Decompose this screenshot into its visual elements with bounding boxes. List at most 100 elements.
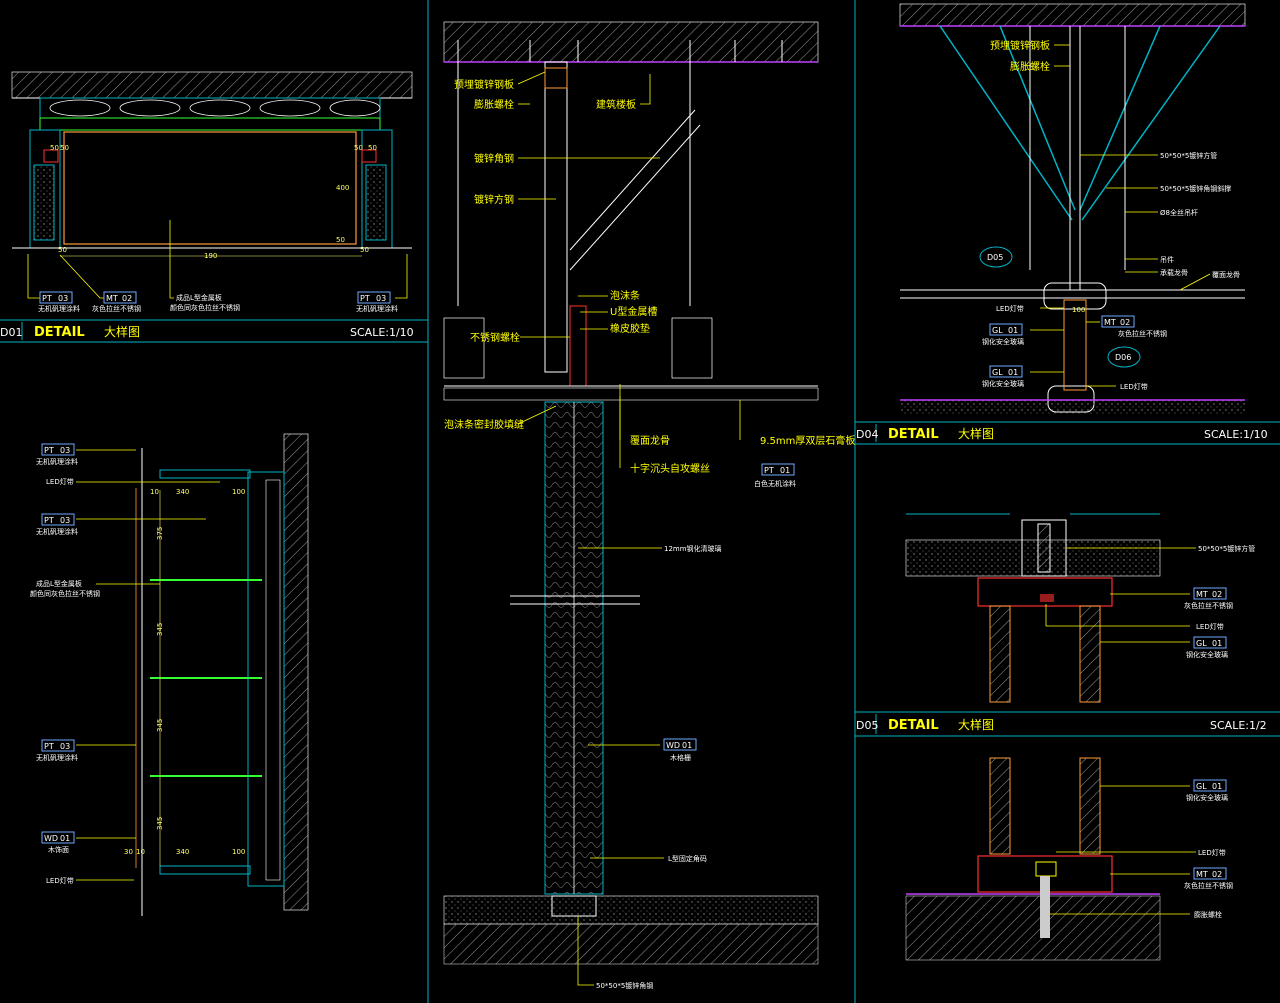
detail-title: DETAIL xyxy=(34,325,85,340)
label: 9.5mm厚双层石膏板 xyxy=(760,434,855,447)
tag-num: 01 xyxy=(1008,368,1018,377)
tag-num: 01 xyxy=(682,741,692,750)
dim: 10 xyxy=(150,488,159,496)
note: 颜色同灰色拉丝不锈钢 xyxy=(170,303,240,312)
title-block-d05: D05 DETAIL 大样图 SCALE:1/2 xyxy=(856,717,1267,733)
dim: 50 xyxy=(58,246,67,254)
detail-cn: 大样图 xyxy=(958,717,994,732)
tag-code: MT xyxy=(1196,870,1208,879)
tag-desc: 木饰面 xyxy=(48,845,69,854)
detail-d01: 50 50 50 50 400 50 190 50 50 PT 03 无机矾理涂… xyxy=(11,71,413,313)
label: 十字沉头自攻螺丝 xyxy=(630,462,710,475)
dim: 345 xyxy=(156,817,164,830)
dim: 100 xyxy=(232,848,245,856)
callout: D06 xyxy=(1115,353,1131,362)
tag-desc: 钢化安全玻璃 xyxy=(982,379,1024,388)
detail-scale: SCALE:1/10 xyxy=(1204,428,1268,441)
label: 镀锌方钢 xyxy=(474,193,514,206)
label: U型金属槽 xyxy=(610,305,657,318)
label: 泡沫条 xyxy=(610,289,640,302)
label: LED灯带 xyxy=(1120,382,1148,391)
tag-num: 03 xyxy=(60,516,70,525)
label: 50*50*5镀锌角钢 xyxy=(596,981,653,990)
tag-num: 02 xyxy=(1212,870,1222,879)
tag-desc: 无机矾理涂料 xyxy=(356,304,398,313)
label: 覆面龙骨 xyxy=(1212,270,1240,279)
detail-d02: 10 340 100 30 10 340 100 375 345 345 345… xyxy=(30,433,309,916)
tag-num: 01 xyxy=(1212,639,1222,648)
tag-num: 02 xyxy=(122,294,132,303)
label: LED灯带 xyxy=(996,304,1024,313)
dim: 375 xyxy=(156,527,164,540)
led-label: LED灯带 xyxy=(46,876,74,885)
tag-num: 01 xyxy=(1212,782,1222,791)
frame-number: D04 xyxy=(856,428,878,441)
tag-desc: 灰色拉丝不锈钢 xyxy=(92,304,141,313)
dim: 50 xyxy=(50,144,59,152)
dim: 100 xyxy=(1072,306,1085,314)
detail-cn: 大样图 xyxy=(104,324,140,339)
tag-desc: 木格栅 xyxy=(670,753,691,762)
note: 成品L型金属板 xyxy=(176,293,222,302)
tag-num: 03 xyxy=(376,294,386,303)
frame-number: D05 xyxy=(856,719,878,732)
tag-desc: 无机矾理涂料 xyxy=(36,457,78,466)
dim: 190 xyxy=(204,252,217,260)
detail-title: DETAIL xyxy=(888,427,939,442)
label: 预埋镀锌钢板 xyxy=(454,78,514,91)
label: 覆面龙骨 xyxy=(630,434,670,447)
frame-number: D01 xyxy=(0,326,22,339)
label: 膨胀螺栓 xyxy=(1194,910,1222,919)
tag-num: 01 xyxy=(60,834,70,843)
label: 12mm钢化清玻璃 xyxy=(664,544,722,553)
label: 镀锌角钢 xyxy=(474,152,514,165)
tag-code: MT xyxy=(1196,590,1208,599)
dim: 30 xyxy=(124,848,133,856)
label: L型固定角码 xyxy=(668,854,707,863)
tag-code: MT xyxy=(106,294,118,303)
tag-code: GL xyxy=(992,326,1003,335)
tag-code: PT xyxy=(360,294,370,303)
dim: 100 xyxy=(232,488,245,496)
dim: 400 xyxy=(336,184,349,192)
tag-desc: 灰色拉丝不锈钢 xyxy=(1184,881,1233,890)
label: LED灯带 xyxy=(1198,848,1226,857)
dim: 50 xyxy=(368,144,377,152)
tag-desc: 钢化安全玻璃 xyxy=(1186,793,1228,802)
tag-code: WD xyxy=(666,741,680,750)
tag-num: 03 xyxy=(58,294,68,303)
tag-code: PT xyxy=(44,446,54,455)
tag-num: 03 xyxy=(60,742,70,751)
tag-desc: 钢化安全玻璃 xyxy=(982,337,1024,346)
dim: 50 xyxy=(60,144,69,152)
tag-desc: 无机矾理涂料 xyxy=(36,527,78,536)
dim: 50 xyxy=(354,144,363,152)
dim: 10 xyxy=(136,848,145,856)
tag-num: 01 xyxy=(780,466,790,475)
tag-desc: 钢化安全玻璃 xyxy=(1186,650,1228,659)
tag-code: PT xyxy=(44,516,54,525)
label: 不锈钢螺栓 xyxy=(470,331,520,344)
tag-code: GL xyxy=(1196,639,1207,648)
title-block-d01: D01 DETAIL 大样图 SCALE:1/10 xyxy=(0,324,414,340)
detail-cn: 大样图 xyxy=(958,426,994,441)
tag-code: GL xyxy=(992,368,1003,377)
tag-num: 02 xyxy=(1212,590,1222,599)
label: 承载龙骨 xyxy=(1160,268,1188,277)
dim: 340 xyxy=(176,488,189,496)
label: 50*50*5镀锌方管 xyxy=(1198,544,1255,553)
tag-code: PT xyxy=(42,294,52,303)
tag-code: WD xyxy=(44,834,58,843)
tag-desc: 无机矾理涂料 xyxy=(38,304,80,313)
label: 吊件 xyxy=(1160,255,1174,264)
detail-scale: SCALE:1/2 xyxy=(1210,719,1267,732)
led-label: LED灯带 xyxy=(46,477,74,486)
label: 预埋镀锌钢板 xyxy=(990,39,1050,52)
detail-d05: 50*50*5镀锌方管 MT 02 灰色拉丝不锈钢 LED灯带 GL 01 钢化… xyxy=(905,513,1255,703)
detail-d06: GL 01 钢化安全玻璃 LED灯带 MT 02 灰色拉丝不锈钢 膨胀螺栓 xyxy=(905,757,1233,961)
label: 泡沫条密封胶填缝 xyxy=(444,418,524,431)
tag-code: PT xyxy=(44,742,54,751)
tag-desc: 无机矾理涂料 xyxy=(36,753,78,762)
